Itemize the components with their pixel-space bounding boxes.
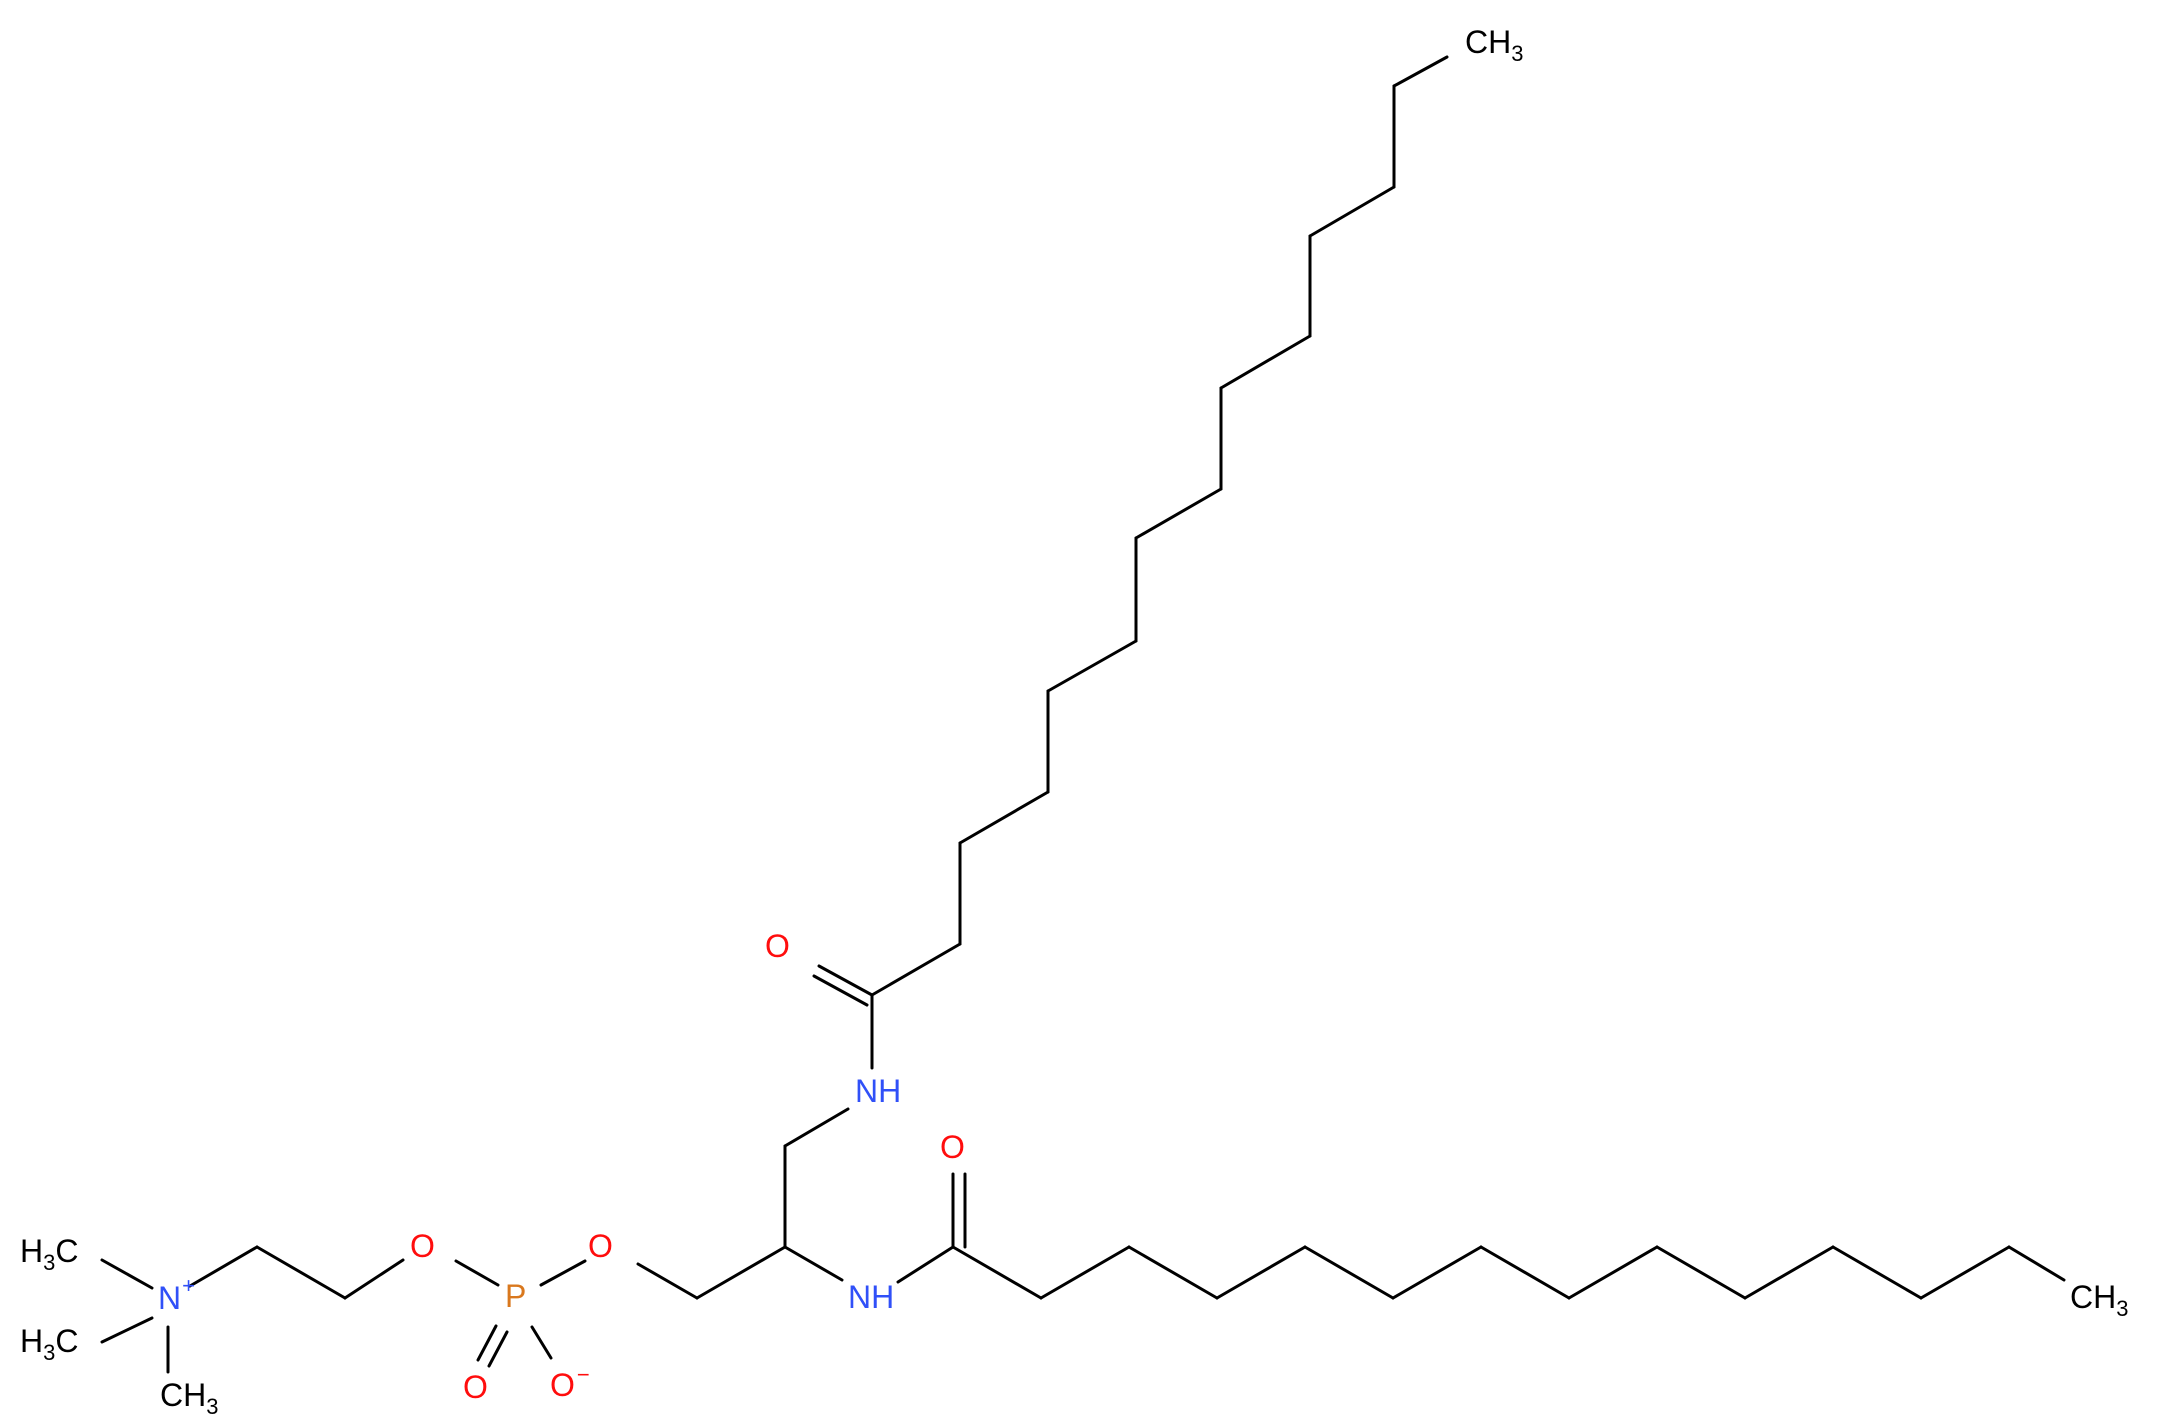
bond xyxy=(487,1330,509,1368)
bond xyxy=(539,1259,587,1287)
bond xyxy=(1919,1245,2011,1300)
bond xyxy=(870,942,962,997)
bond xyxy=(1039,1245,1131,1300)
bond xyxy=(1308,185,1396,238)
bond xyxy=(343,1258,405,1300)
atom-label-o-carbonyl-upper: O xyxy=(765,928,790,964)
bond xyxy=(636,1262,699,1300)
bond xyxy=(1303,1245,1395,1300)
atom-label-o-choline: O xyxy=(410,1228,435,1264)
bond xyxy=(958,790,1050,845)
bond xyxy=(1215,1245,1307,1300)
atom-label-p: P xyxy=(505,1278,526,1314)
atom-label-ch3-top: CH3 xyxy=(1465,24,1523,66)
bond xyxy=(783,1107,850,1148)
atom-label-o-double: O xyxy=(463,1369,488,1405)
atom-label-h3c-lower: H3C xyxy=(20,1323,78,1365)
atom-label-o-carbonyl-lower: O xyxy=(940,1129,965,1165)
atom-label-nh-upper: NH xyxy=(855,1073,901,1109)
atom-label-o-ester: O xyxy=(588,1228,613,1264)
atom-labels: CH3 O NH O NH CH3 O P O O O− N+ H3C H3C … xyxy=(20,24,2128,1419)
bond xyxy=(1134,487,1223,540)
bond xyxy=(1219,334,1312,390)
bond xyxy=(783,1245,844,1282)
bond xyxy=(476,1324,498,1362)
bond xyxy=(454,1259,500,1287)
atom-label-ch3-bottom: CH3 xyxy=(160,1377,218,1419)
atom-label-n-plus: N+ xyxy=(158,1273,195,1316)
bonds xyxy=(100,55,2066,1374)
atom-label-nh-lower: NH xyxy=(848,1279,894,1315)
bond xyxy=(1743,1245,1835,1300)
atom-label-ch3-right: CH3 xyxy=(2070,1279,2128,1321)
bond xyxy=(1127,1245,1219,1300)
bond xyxy=(188,1245,259,1288)
bond xyxy=(1391,1245,1483,1300)
bond xyxy=(951,1245,1043,1300)
bond xyxy=(1392,55,1449,88)
bond xyxy=(812,974,869,1007)
bond xyxy=(1567,1245,1659,1300)
bond xyxy=(1479,1245,1571,1300)
bond xyxy=(1655,1245,1747,1300)
bond xyxy=(100,1258,154,1290)
bond xyxy=(695,1245,787,1300)
bond xyxy=(1046,639,1138,693)
bond xyxy=(896,1245,955,1284)
bond xyxy=(817,964,874,997)
atom-label-o-minus: O− xyxy=(550,1362,590,1403)
bond xyxy=(100,1316,154,1344)
bond xyxy=(255,1245,347,1300)
bond xyxy=(1831,1245,1923,1300)
bond xyxy=(530,1325,553,1360)
bond xyxy=(2007,1245,2066,1282)
atom-label-h3c-upper: H3C xyxy=(20,1233,78,1275)
